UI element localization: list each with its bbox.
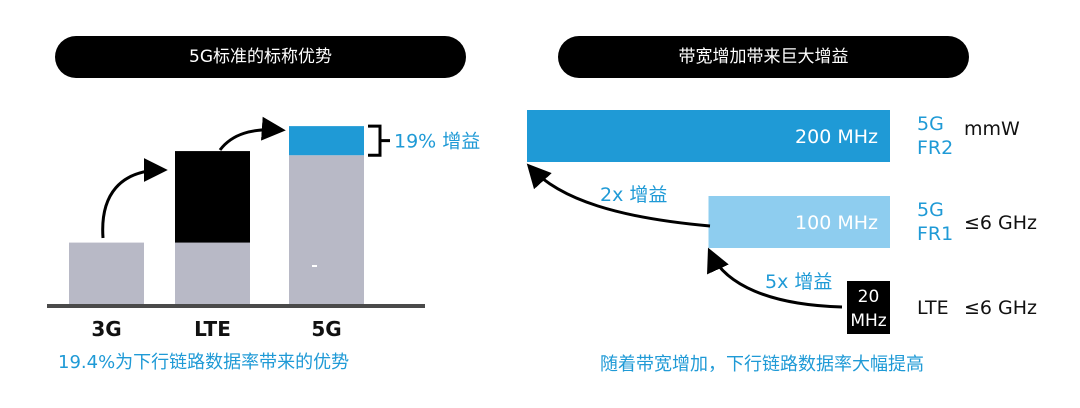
- bar-LTE-segment-0: [175, 242, 250, 305]
- bar-value-label: 100 MHz: [795, 212, 878, 234]
- row-tech-label: 5G: [917, 199, 944, 221]
- x-tick-label: 5G: [311, 317, 341, 341]
- bar-value-label: 200 MHz: [795, 126, 878, 148]
- right-caption: 随着带宽增加，下行链路数据率大幅提高: [600, 354, 924, 375]
- gain-bracket: [368, 124, 390, 157]
- left-stacked-bar-chart: 3G LTE 5G 19% 增益: [47, 116, 480, 341]
- bar-5g-fr2: [527, 110, 890, 162]
- bar-5G-segment-2: [289, 126, 364, 156]
- growth-arrow-lte-5g: [218, 116, 286, 151]
- row-band-label: ≤6 GHz: [964, 297, 1037, 319]
- bar-LTE-segment-1: [175, 151, 250, 243]
- left-caption: 19.4%为下行链路数据率带来的优势: [58, 352, 350, 373]
- gain-label-2x: 2x 增益: [600, 184, 667, 206]
- gain-arrow-5x: [707, 247, 843, 309]
- row-tech-label: FR2: [917, 137, 953, 159]
- bar-3G-segment-0: [69, 242, 144, 305]
- row-band-label: mmW: [964, 118, 1020, 140]
- x-tick-label: 3G: [91, 317, 121, 341]
- row-band-label: ≤6 GHz: [964, 212, 1037, 234]
- bar-5g-fr1: [708, 196, 890, 248]
- bar-value-unit: MHz: [850, 311, 886, 331]
- right-panel-title: 带宽增加带来巨大增益: [558, 36, 969, 78]
- bar-mark: [312, 265, 317, 267]
- left-panel: 5G标准的标称优势 3G LTE 5G 19% 增益 19.4%为下行链路数据率带来的…: [47, 36, 480, 373]
- x-tick-label: LTE: [194, 317, 231, 341]
- row-tech-label: FR1: [917, 223, 953, 245]
- bar-value-label: 20: [858, 287, 880, 307]
- gain-label: 19% 增益: [394, 131, 480, 153]
- bar-5G-segment-0: [289, 155, 364, 305]
- bar-lte: [847, 281, 890, 334]
- gain-label-5x: 5x 增益: [765, 271, 832, 293]
- row-tech-label: 5G: [917, 113, 944, 135]
- gain-arrow-2x: [526, 163, 711, 228]
- left-panel-title: 5G标准的标称优势: [55, 36, 466, 78]
- growth-arrow-3g-lte: [101, 158, 168, 239]
- x-axis-line: [47, 304, 425, 308]
- row-tech-label: LTE: [917, 297, 949, 319]
